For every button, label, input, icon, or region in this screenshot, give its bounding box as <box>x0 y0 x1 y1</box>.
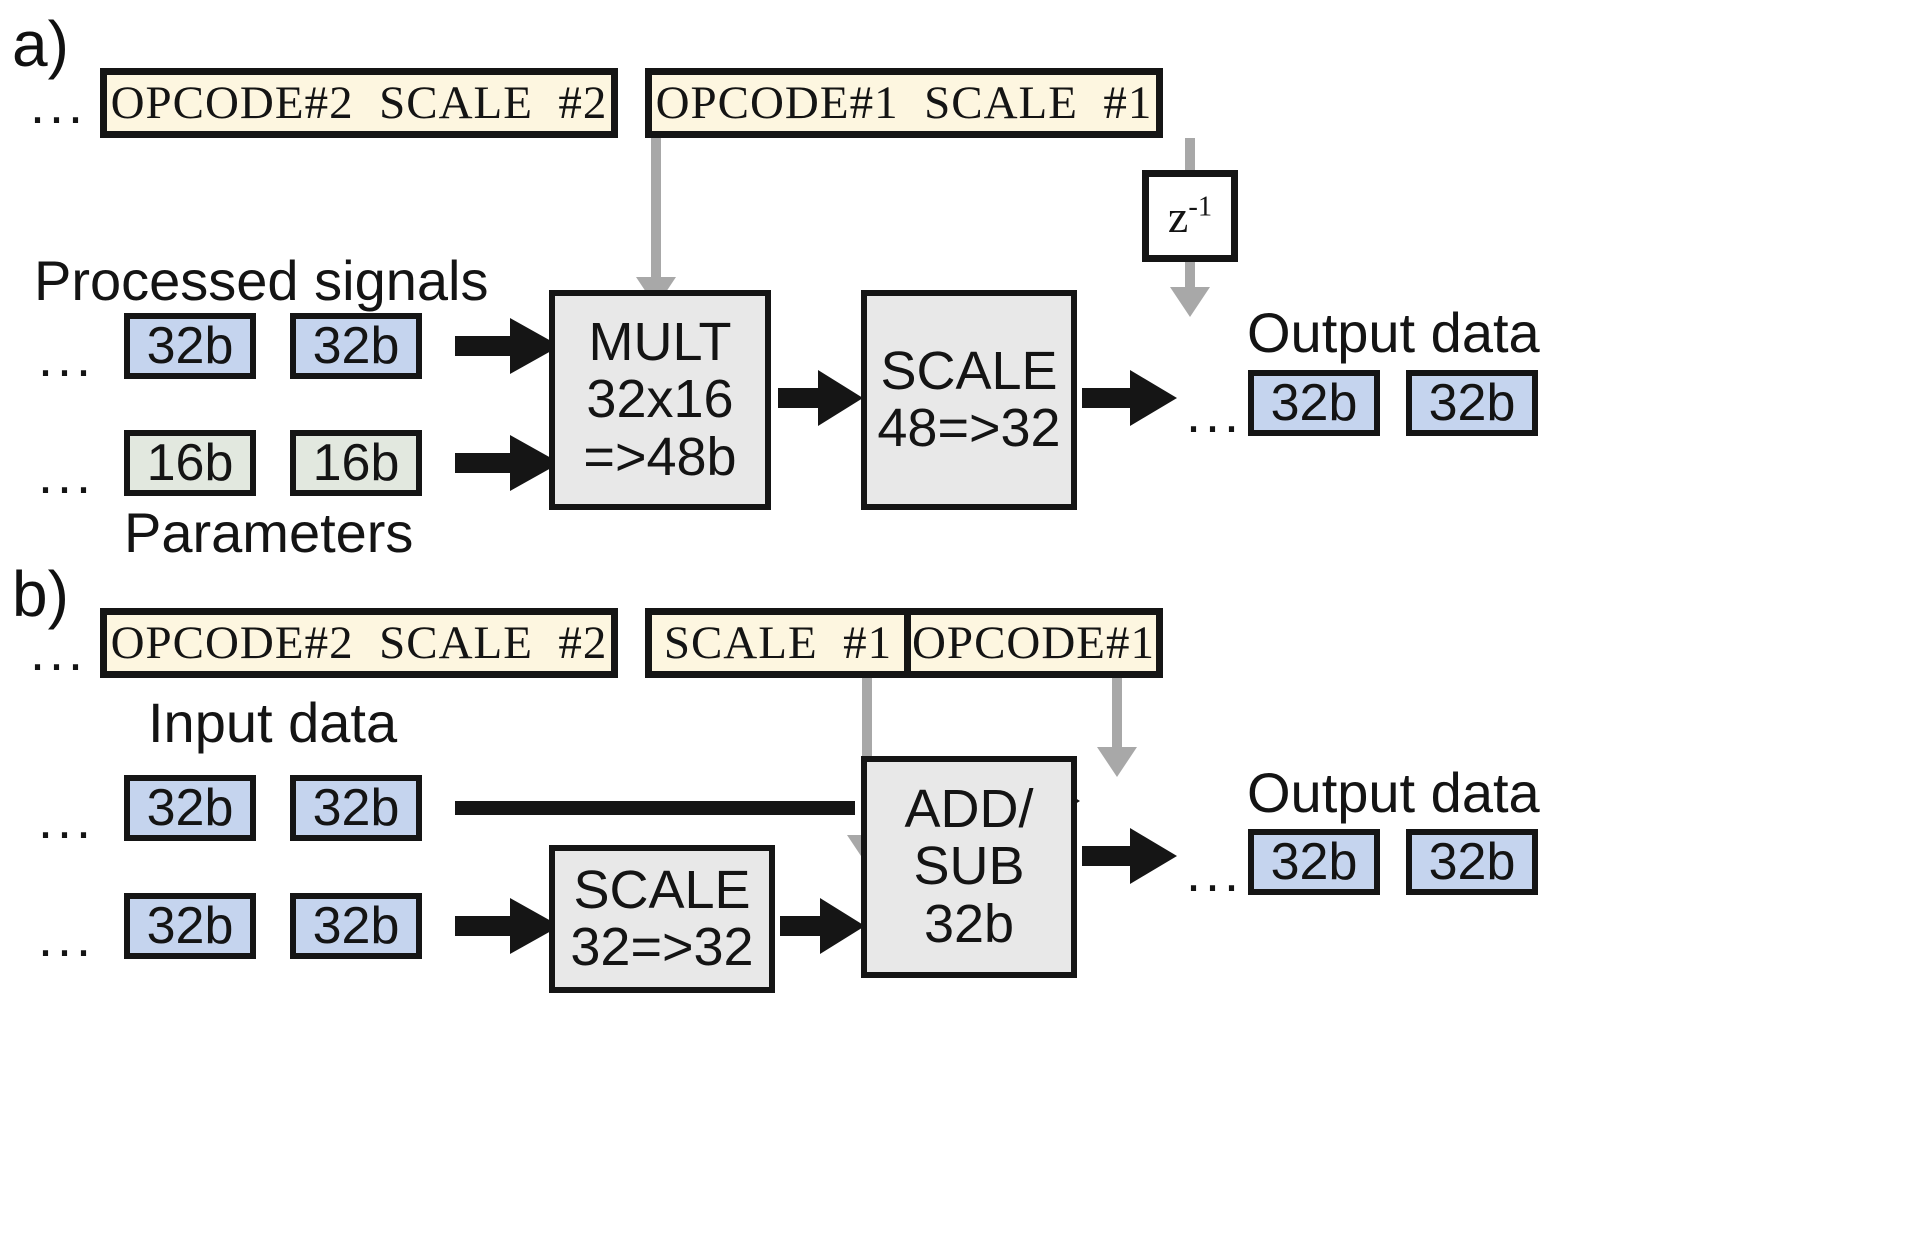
data-word-parameter-2[interactable]: 16b <box>290 430 422 496</box>
control-arrowhead-opcode1-to-addsub <box>1097 747 1137 777</box>
panel-b-instruction-ellipsis: ... <box>30 622 88 682</box>
mult-unit-line-3: =>48b <box>583 426 737 487</box>
input-data-ellipsis-row1: ... <box>38 790 96 850</box>
control-arrowhead-delay-to-scale <box>1170 287 1210 317</box>
datapath-line-input-to-addsub <box>455 801 855 815</box>
datapath-arrow-input-to-scale-b <box>455 898 560 954</box>
datapath-arrow-scale-to-output-a <box>1082 370 1177 426</box>
data-word-parameter-1[interactable]: 16b <box>124 430 256 496</box>
data-word-processed-2[interactable]: 32b <box>290 313 422 379</box>
panel-b-letter: b) <box>12 558 69 630</box>
scale-unit-a[interactable]: SCALE 48=>32 <box>861 290 1077 510</box>
instruction-bar-opcode2-a[interactable]: OPCODE#2 SCALE #2 <box>100 68 618 138</box>
instruction-field-opcode2-b: OPCODE#2 SCALE #2 <box>110 617 608 669</box>
mult-unit-line-2: 32x16 <box>586 369 734 430</box>
addsub-unit-line-3: 32b <box>923 893 1015 954</box>
processed-signals-ellipsis: ... <box>38 328 96 388</box>
instruction-field-opcode1-a: OPCODE#1 SCALE #1 <box>655 77 1153 129</box>
instruction-bar-opcode1-b[interactable]: SCALE #1 OPCODE#1 <box>645 608 1163 678</box>
data-word-input-3[interactable]: 32b <box>124 893 256 959</box>
mult-unit[interactable]: MULT 32x16 =>48b <box>549 290 771 510</box>
scale-unit-b[interactable]: SCALE 32=>32 <box>549 845 775 993</box>
control-line-opcode1-to-addsub <box>1112 678 1122 750</box>
parameters-ellipsis: ... <box>38 445 96 505</box>
output-data-label-b: Output data <box>1247 761 1540 824</box>
datapath-arrow-processed-to-mult <box>455 318 560 374</box>
parameters-label: Parameters <box>124 501 414 564</box>
addsub-unit-line-1: ADD/ <box>904 779 1034 840</box>
instruction-bar-opcode1-a[interactable]: OPCODE#1 SCALE #1 <box>645 68 1163 138</box>
instruction-field-scale1-b: SCALE #1 <box>663 617 893 669</box>
scale-unit-b-line-2: 32=>32 <box>570 917 754 977</box>
data-word-output-b-1[interactable]: 32b <box>1248 829 1380 895</box>
output-ellipsis-b: ... <box>1186 843 1244 903</box>
scale-unit-a-line-2: 48=>32 <box>877 398 1061 458</box>
output-data-label-a: Output data <box>1247 301 1540 364</box>
datapath-arrow-scale-to-addsub <box>780 898 865 954</box>
delay-element-label: z-1 <box>1167 190 1213 242</box>
control-line-delay-to-scale <box>1185 262 1195 290</box>
data-word-input-1[interactable]: 32b <box>124 775 256 841</box>
data-word-output-a-1[interactable]: 32b <box>1248 370 1380 436</box>
data-word-input-2[interactable]: 32b <box>290 775 422 841</box>
processed-signals-label: Processed signals <box>34 249 489 312</box>
datapath-arrow-parameters-to-mult <box>455 435 560 491</box>
datapath-arrow-mult-to-scale <box>778 370 863 426</box>
output-ellipsis-a: ... <box>1186 384 1244 444</box>
data-word-output-b-2[interactable]: 32b <box>1406 829 1538 895</box>
scale-unit-b-line-1: SCALE <box>573 859 751 920</box>
delay-element-z-inverse[interactable]: z-1 <box>1142 170 1238 262</box>
control-line-opcode1-to-mult <box>651 138 661 280</box>
instruction-field-opcode1-b: OPCODE#1 <box>904 615 1156 671</box>
scale-unit-a-line-1: SCALE <box>880 340 1058 401</box>
input-data-ellipsis-row2: ... <box>38 908 96 968</box>
datapath-arrow-addsub-to-output <box>1082 828 1177 884</box>
data-word-output-a-2[interactable]: 32b <box>1406 370 1538 436</box>
panel-a-letter: a) <box>12 8 69 80</box>
data-word-input-4[interactable]: 32b <box>290 893 422 959</box>
addsub-unit-line-2: SUB <box>913 836 1025 897</box>
data-word-processed-1[interactable]: 32b <box>124 313 256 379</box>
instruction-bar-opcode2-b[interactable]: OPCODE#2 SCALE #2 <box>100 608 618 678</box>
instruction-field-opcode2-a: OPCODE#2 SCALE #2 <box>110 77 608 129</box>
addsub-unit[interactable]: ADD/ SUB 32b <box>861 756 1077 978</box>
mult-unit-line-1: MULT <box>588 312 732 373</box>
panel-a-instruction-ellipsis: ... <box>30 75 88 135</box>
input-data-label: Input data <box>148 691 398 754</box>
